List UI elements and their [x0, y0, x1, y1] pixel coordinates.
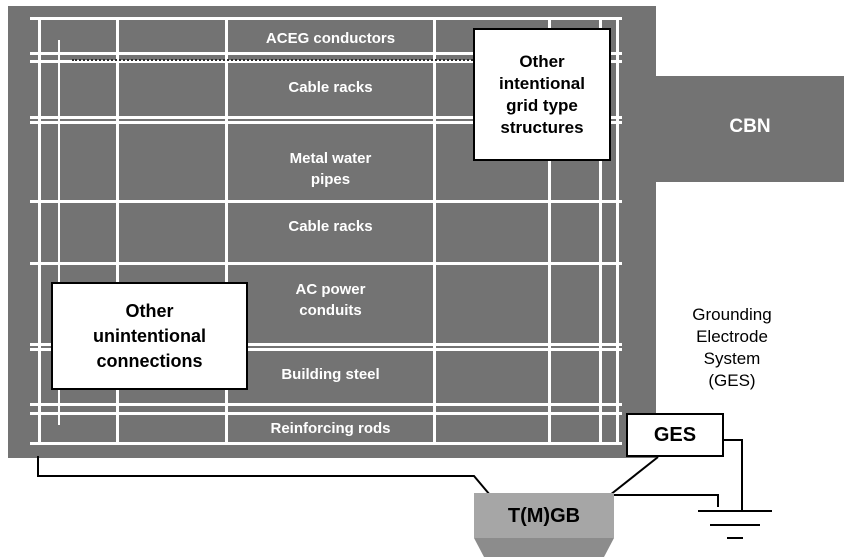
grid-line-h [30, 17, 622, 20]
aceg-dotted-line [72, 59, 477, 61]
grid-line-h [30, 200, 622, 203]
grid-line-h [30, 343, 622, 346]
grid-line-v [38, 17, 41, 445]
other-intentional-box: Other intentional grid type structures [473, 28, 611, 161]
grid-line-v [548, 17, 551, 445]
tmgb-ground-wire [613, 494, 719, 507]
reinforcing-rods-label: Reinforcing rods [270, 420, 391, 437]
other-unintentional-box: Other unintentional connections [51, 282, 248, 390]
building-steel-label: Building steel [281, 366, 380, 383]
grid-line-v [116, 17, 119, 445]
tmgb-busbar-body [474, 493, 614, 538]
grid-line-h [30, 403, 622, 406]
tmgb-busbar-bottom [474, 538, 614, 557]
grid-line-h [30, 116, 622, 119]
ac-power-conduits-label: AC power conduits [295, 281, 366, 319]
cable-racks-mid-label: Cable racks [288, 218, 373, 235]
grid-line-h [30, 348, 622, 351]
grid-line-v [599, 17, 602, 445]
tmgb-label: T(M)GB [507, 505, 581, 527]
aceg-conductors-label: ACEG conductors [265, 30, 396, 47]
cable-racks-top-label: Cable racks [288, 79, 373, 96]
grid-line-v [616, 17, 619, 445]
grid-line-h [30, 442, 622, 445]
grid-line-h [30, 262, 622, 265]
grounding-electrode-system-label: Grounding Electrode System (GES) [692, 305, 772, 390]
grid-line-v [433, 17, 436, 445]
mesh-bond-wire [37, 456, 491, 496]
ges-box: GES [626, 413, 724, 457]
grid-line-v [225, 17, 228, 445]
ges-ground-wire [722, 439, 743, 510]
ground-icon [698, 510, 772, 539]
grid-line-h [30, 412, 622, 415]
cbn-arm [656, 76, 844, 182]
cbn-label: CBN [729, 116, 771, 137]
metal-water-pipes-label: Metal water pipes [289, 150, 372, 188]
grid-line-v [58, 40, 60, 425]
grid-line-h [30, 121, 622, 124]
grid-line-h [30, 52, 622, 55]
ges-bond-wire [609, 456, 659, 496]
grid-line-h [30, 60, 622, 63]
